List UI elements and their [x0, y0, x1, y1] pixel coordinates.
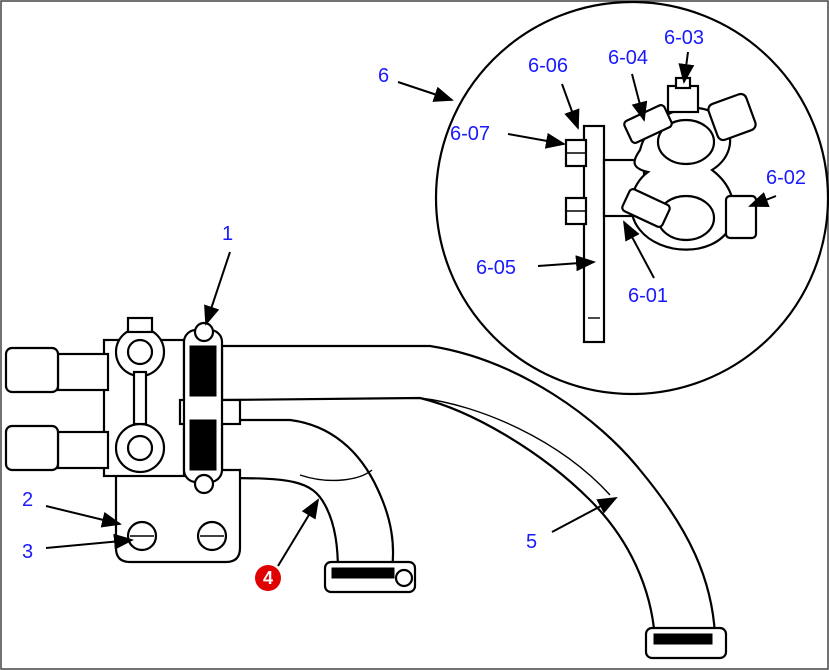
leader-6-06: [561, 83, 580, 130]
tube-5: [220, 344, 717, 642]
callout-1[interactable]: 1: [222, 223, 233, 245]
leader-2: [45, 505, 122, 528]
nut-upper: [564, 138, 588, 168]
callout-3[interactable]: 3: [22, 541, 33, 563]
leader-4: [277, 498, 320, 567]
nut-lower: [564, 196, 588, 226]
callout-6-05[interactable]: 6-05: [476, 257, 516, 279]
callout-2[interactable]: 2: [22, 489, 33, 511]
callout-6[interactable]: 6: [378, 65, 389, 87]
callout-6-07[interactable]: 6-07: [450, 123, 490, 145]
leader-6-03: [678, 51, 695, 84]
callout-4[interactable]: 4: [263, 568, 273, 588]
right-fitting-lower: [724, 194, 758, 240]
leader-6-07: [507, 132, 566, 149]
callout-6-02[interactable]: 6-02: [766, 167, 806, 189]
bracket-plate: [582, 124, 606, 344]
leader-6: [397, 81, 454, 102]
callout-6-06[interactable]: 6-06: [528, 55, 568, 77]
callout-6-01[interactable]: 6-01: [628, 285, 668, 307]
highlight-badge: [255, 565, 281, 591]
leader-5: [551, 497, 618, 533]
leader-1: [204, 251, 231, 326]
right-fitting-upper: [707, 92, 757, 142]
hose-4: [220, 418, 395, 574]
callout-6-04[interactable]: 6-04: [608, 47, 648, 69]
leader-6-01: [623, 220, 655, 279]
leader-3: [45, 533, 134, 550]
callout-4-badge[interactable]: 4: [255, 565, 281, 591]
left-fitting-upper: [56, 352, 110, 392]
callout-5[interactable]: 5: [526, 531, 537, 553]
leader-6-04: [631, 73, 648, 122]
leader-6-02: [748, 192, 777, 208]
leader-6-05: [537, 255, 596, 272]
detail-view-6: [434, 0, 829, 396]
callout-6-03[interactable]: 6-03: [664, 27, 704, 49]
left-fitting-lower: [56, 430, 110, 470]
